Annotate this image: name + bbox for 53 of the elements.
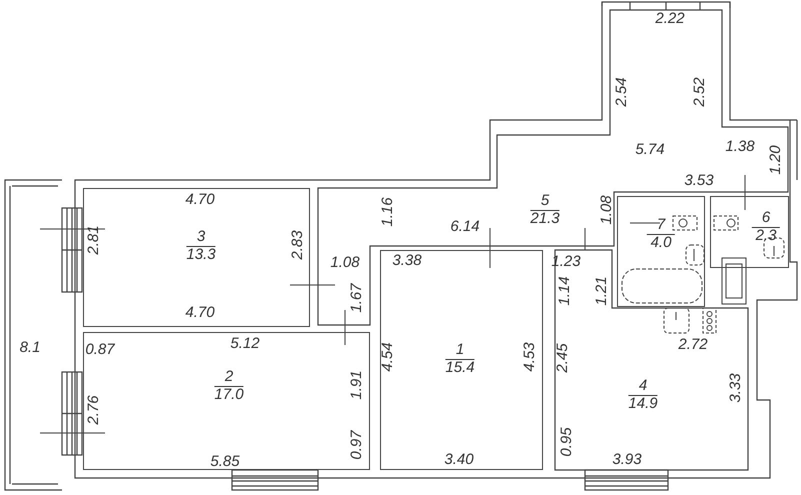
room-number: 3 [186,229,216,247]
room-area: 2.3 [756,228,776,244]
room-number: 7 [646,217,676,235]
room-area: 17.0 [214,387,244,403]
dimension-label: 8.1 [20,340,40,356]
room-outline [710,196,789,268]
dimension-label: 5.85 [210,454,240,470]
dimension-label: 0.87 [85,342,115,358]
room-number: 4 [628,378,658,396]
dimension-label: 1.67 [349,283,365,313]
room-outline [380,250,543,470]
dimension-label: 4.70 [185,305,215,321]
room-number: 1 [446,342,474,360]
dimension-label: 1.38 [725,139,755,155]
dimension-label: 1.14 [557,276,573,306]
dimension-label: 2.81 [86,225,102,255]
room-number: 2 [214,369,244,387]
dimension-label: 4.70 [185,192,215,208]
dimension-label: 1.21 [594,276,610,306]
dimension-label: 2.22 [655,11,685,27]
room-area: 14.9 [628,396,658,412]
dimension-label: 2.72 [678,337,708,353]
dimension-label: 1.91 [349,370,365,400]
dimension-label: 3.33 [728,373,744,403]
dimension-label: 4.53 [522,342,538,372]
dimension-label: 3.38 [392,253,422,269]
room-outline [83,188,310,327]
room-area: 21.3 [530,211,560,227]
dimension-label: 6.14 [450,219,480,235]
room-number: 6 [752,210,780,228]
dimension-label: 1.16 [380,197,396,227]
dimension-label: 3.40 [444,452,474,468]
dimension-label: 3.93 [612,452,642,468]
dimension-label: 3.53 [684,173,714,189]
dimension-label: 1.20 [768,145,784,175]
dimension-label: 1.08 [599,195,615,225]
dimension-label: 1.08 [330,255,360,271]
dimension-label: 2.83 [290,230,306,260]
dimension-label: 2.45 [555,343,571,373]
room-number: 5 [530,193,560,211]
dimension-label: 2.54 [614,77,630,107]
dimension-label: 5.12 [230,336,260,352]
room-area: 4.0 [650,235,672,251]
room-outline [83,332,370,470]
room-area: 15.4 [445,360,475,376]
dimension-label: 4.54 [380,342,396,372]
dimension-label: 5.74 [635,142,665,158]
dimension-label: 2.52 [692,77,708,107]
room-outline [617,196,705,307]
room-area: 13.3 [186,247,216,263]
dimension-label: 2.76 [86,395,102,425]
dimension-label: 0.97 [349,430,365,460]
dimension-label: 0.95 [559,427,575,457]
